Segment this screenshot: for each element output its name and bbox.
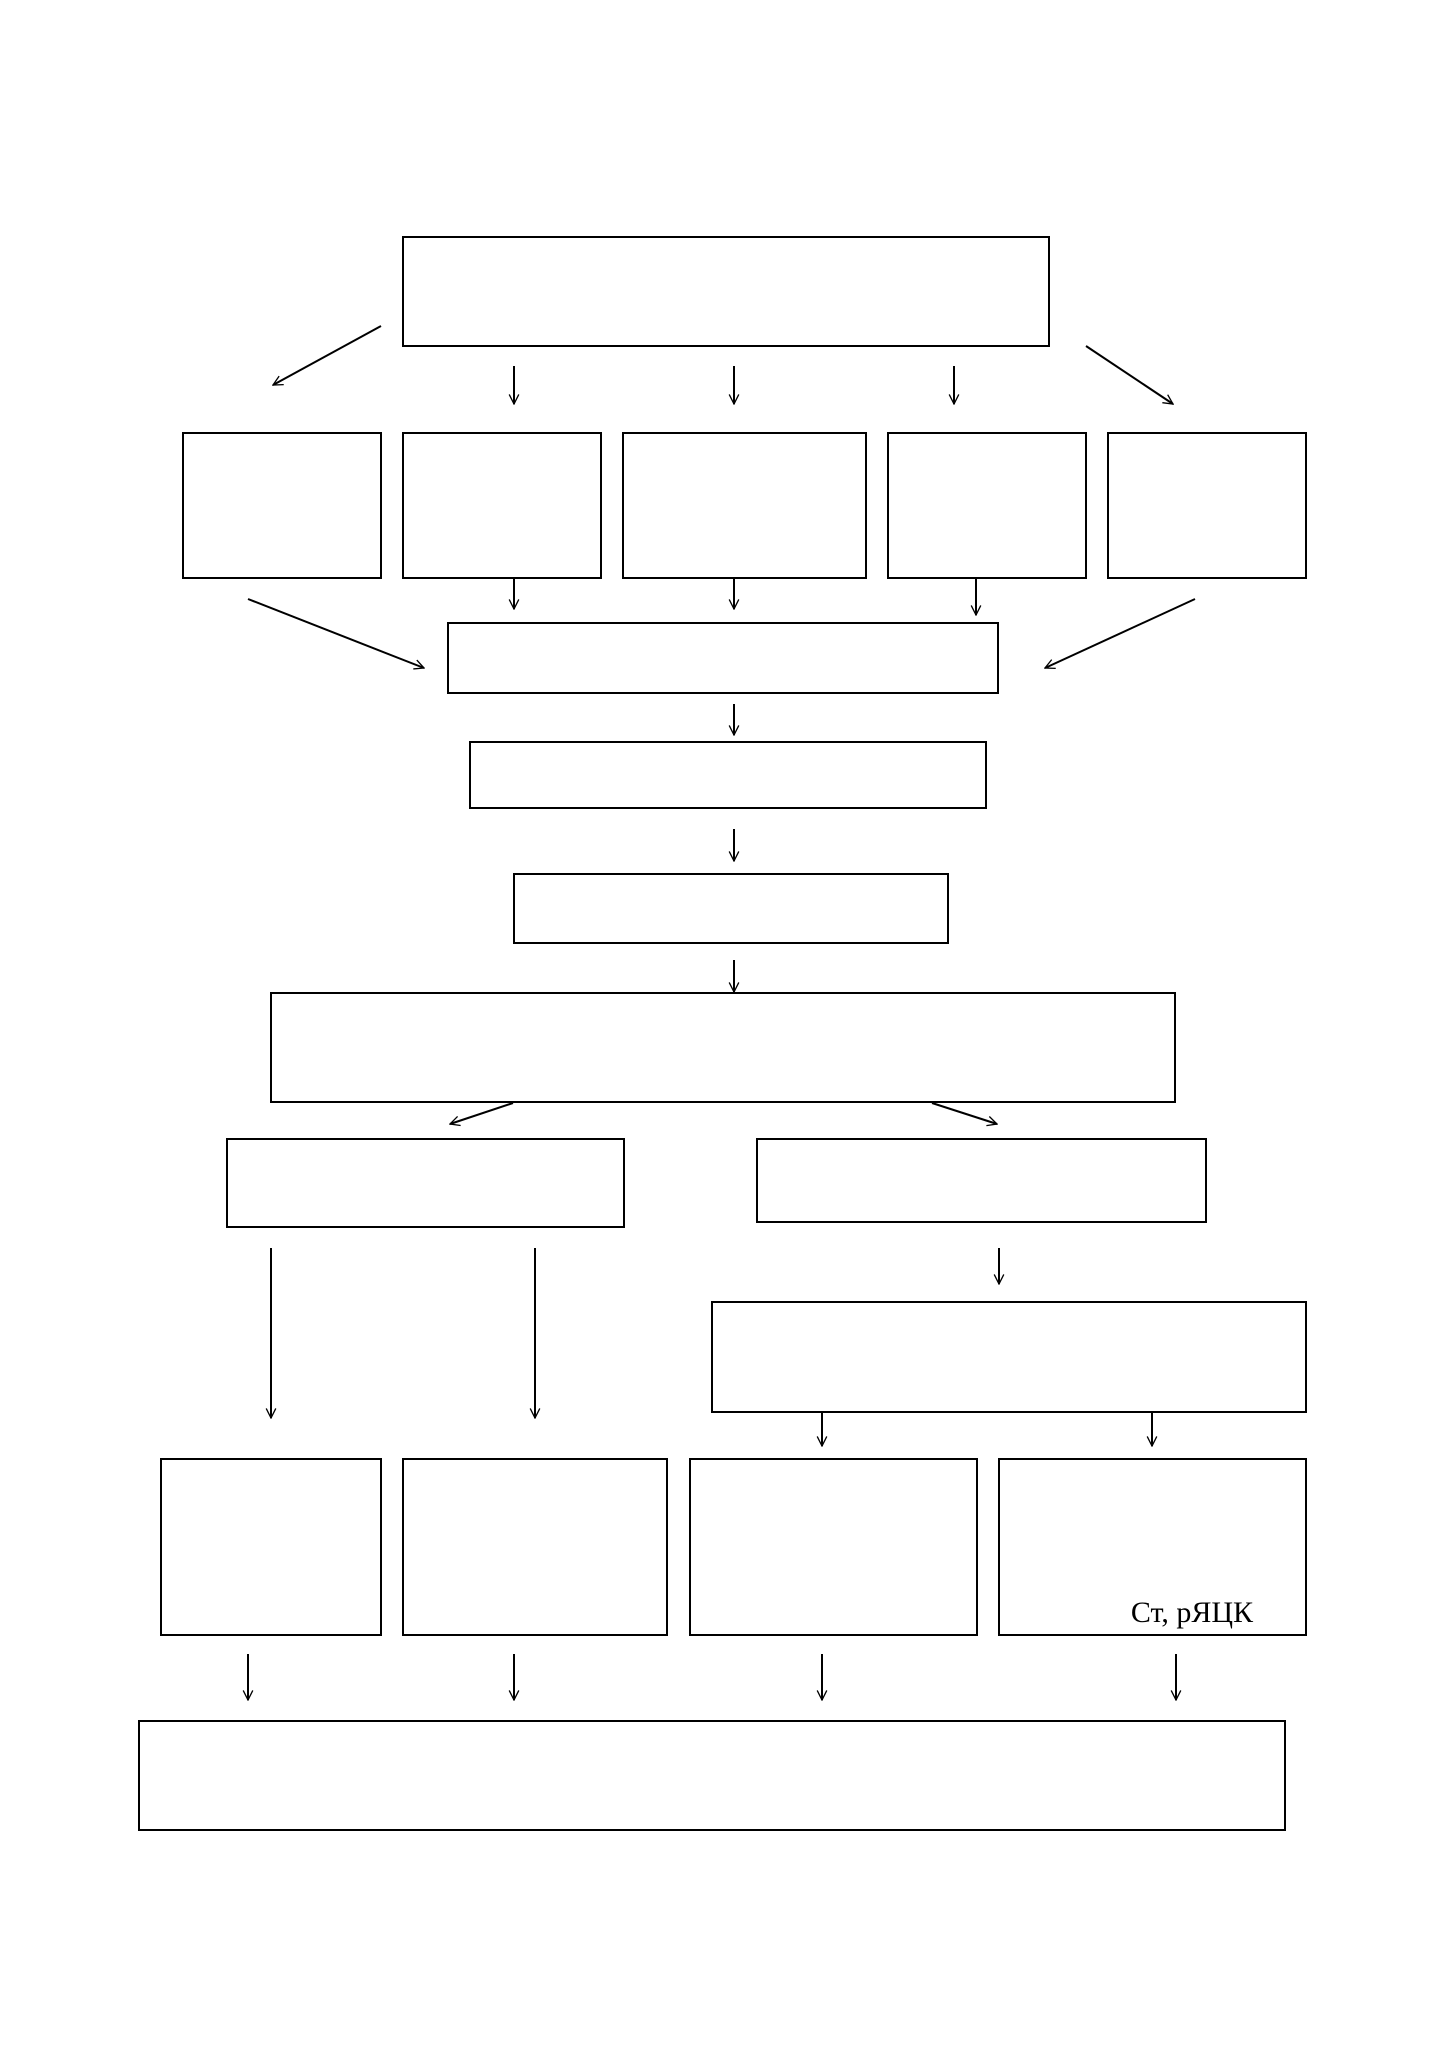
arrow-split-to-left xyxy=(450,1102,514,1124)
row1-node-4 xyxy=(887,432,1087,579)
branch-left-node xyxy=(226,1138,625,1228)
row5-node-4-label: Ст, рЯЦК xyxy=(1130,1596,1253,1629)
arrow-row1-1-to-merge xyxy=(247,598,424,668)
arrow-row1-5-to-merge xyxy=(1045,598,1196,668)
merge-node xyxy=(447,622,999,694)
row5-node-3 xyxy=(689,1458,978,1636)
row1-node-1 xyxy=(182,432,382,579)
arrow-split-to-right xyxy=(931,1102,997,1124)
row1-node-2 xyxy=(402,432,602,579)
step3-node xyxy=(513,873,949,944)
row5-node-4: Ст, рЯЦК xyxy=(998,1458,1307,1636)
right-sub-node xyxy=(711,1301,1307,1413)
row5-node-1 xyxy=(160,1458,382,1636)
split-node xyxy=(270,992,1176,1103)
arrow-top-to-row1-1 xyxy=(273,325,382,386)
step2-node xyxy=(469,741,987,809)
arrow-top-to-row1-5 xyxy=(1085,345,1173,405)
row1-node-5 xyxy=(1107,432,1307,579)
bottom-node xyxy=(138,1720,1286,1831)
top-node xyxy=(402,236,1050,347)
branch-right-node xyxy=(756,1138,1207,1223)
row5-node-2 xyxy=(402,1458,668,1636)
row1-node-3 xyxy=(622,432,867,579)
